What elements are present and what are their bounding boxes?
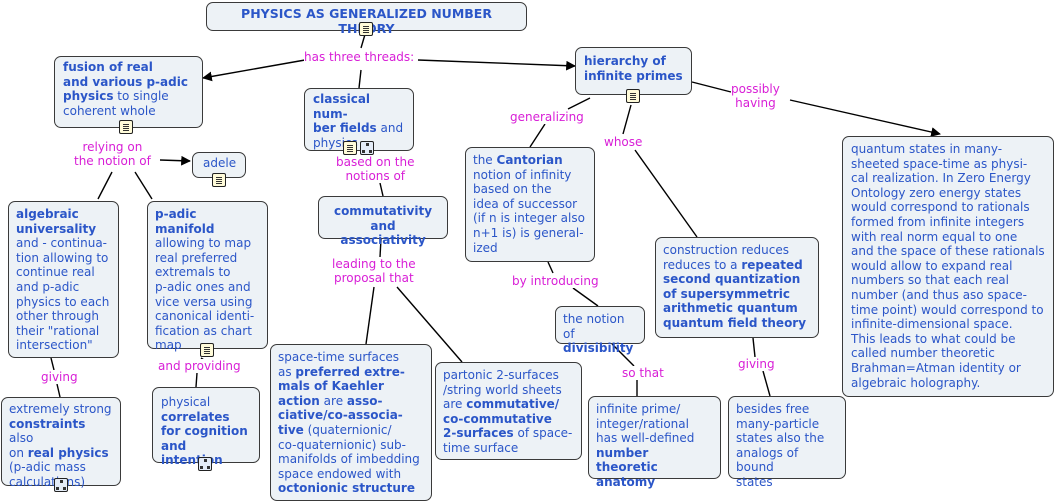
link-label-generalizing: generalizing — [510, 110, 584, 124]
many-particle-states-node[interactable]: besides free many-particle states also t… — [728, 396, 846, 489]
classical-number-fields-node[interactable]: classical num- ber fields and physics — [304, 88, 414, 155]
document-icon[interactable] — [343, 141, 357, 155]
link-label-so-that: so that — [622, 366, 664, 380]
concept-map-icon[interactable] — [360, 141, 374, 155]
link-label-has-three-threads: has three threads: — [304, 50, 415, 64]
concept-map-icon[interactable] — [54, 478, 68, 492]
construction-reduces-node[interactable]: construction reduces reduces to a repeat… — [655, 237, 819, 338]
link-label-by-introducing: by introducing — [512, 274, 599, 288]
document-icon[interactable] — [119, 120, 133, 134]
constraints-node[interactable]: extremely strong constraints also on rea… — [1, 397, 121, 492]
document-icon[interactable] — [626, 89, 640, 103]
document-icon[interactable] — [359, 22, 373, 36]
fusion-node[interactable]: fusion of real and various p-adic physic… — [54, 56, 203, 134]
link-label-giving-right: giving — [738, 357, 775, 371]
algebraic-universality-node[interactable]: algebraic universality and - continua- t… — [8, 201, 119, 358]
hierarchy-of-infinite-primes-node[interactable]: hierarchy of infinite primes — [575, 47, 692, 103]
quantum-states-node[interactable]: quantum states in many- sheeted space-ti… — [842, 136, 1054, 397]
link-label-whose: whose — [604, 135, 643, 149]
physical-correlates-node[interactable]: physical correlates for cognition and in… — [152, 387, 260, 471]
adele-node[interactable]: adele — [192, 152, 246, 187]
concept-map-icon[interactable] — [198, 457, 212, 471]
p-adic-manifold-node[interactable]: p-adic manifold allowing to map real pre… — [147, 201, 268, 357]
infinite-prime-anatomy-node[interactable]: infinite prime/ integer/rational has wel… — [588, 396, 721, 489]
divisibility-node[interactable]: the notion of divisibility — [555, 306, 645, 355]
space-time-surfaces-node[interactable]: space-time surfaces as preferred extre- … — [270, 344, 432, 501]
cantorian-infinity-node[interactable]: the Cantorian notion of infinity based o… — [465, 147, 595, 262]
partonic-surfaces-node[interactable]: partonic 2-surfaces /string world sheets… — [435, 362, 582, 460]
title-node[interactable]: PHYSICS AS GENERALIZED NUMBER THEORY — [206, 2, 527, 36]
document-icon[interactable] — [200, 343, 214, 357]
link-label-giving-left: giving — [41, 370, 78, 384]
document-icon[interactable] — [212, 173, 226, 187]
link-label-and-providing: and providing — [158, 359, 241, 373]
commutativity-associativity-node[interactable]: commutativity and associativity — [318, 196, 448, 247]
